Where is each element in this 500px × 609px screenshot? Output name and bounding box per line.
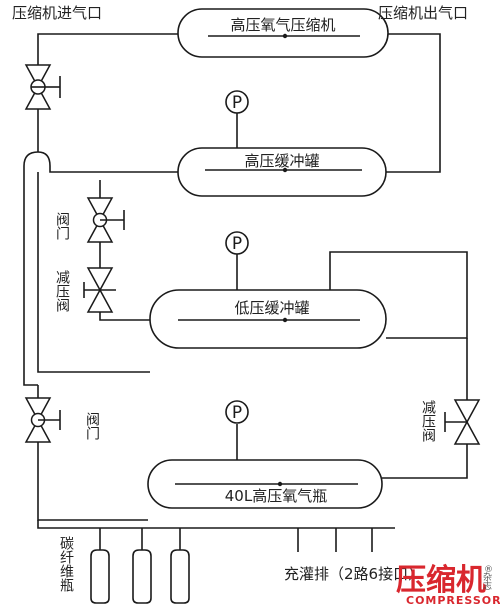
pipe-left-column bbox=[23, 151, 39, 386]
carbon-cylinder-label: 碳纤维瓶 bbox=[58, 536, 74, 593]
hp-buffer-vessel: 高压缓冲罐 bbox=[177, 147, 387, 197]
gauge-symbol: P bbox=[232, 234, 242, 254]
left-valve-icon bbox=[86, 197, 125, 243]
carbon-cylinder-2 bbox=[132, 549, 152, 604]
carbon-cylinder-3 bbox=[170, 549, 190, 604]
bottle-label: 40L高压氧气瓶 bbox=[225, 487, 327, 505]
filling-label: 充灌排（2路6接口） bbox=[284, 565, 423, 583]
gauge-symbol: P bbox=[232, 93, 242, 113]
pressure-gauge-bottle: P bbox=[225, 400, 249, 424]
compressor-inlet-label: 压缩机进气口 bbox=[12, 4, 102, 22]
lower-valve-icon bbox=[24, 397, 61, 443]
right-reducer-icon bbox=[444, 399, 481, 445]
logo-reg-mark: ® bbox=[484, 565, 493, 575]
lp-buffer-label: 低压缓冲罐 bbox=[234, 299, 309, 317]
magazine-logo: 压缩机 杂志 ® COMPRESSOR bbox=[396, 563, 500, 607]
right-reducer-label: 减压阀 bbox=[420, 400, 436, 443]
hp-buffer-label: 高压缓冲罐 bbox=[244, 152, 319, 170]
compressor-vessel: 高压氧气压缩机 bbox=[177, 8, 389, 58]
pipe-outlet bbox=[386, 33, 441, 173]
pipe-lower-left bbox=[37, 385, 148, 521]
pipe-lp-right bbox=[329, 251, 468, 339]
pipe-distribution bbox=[37, 520, 395, 529]
pipe-inlet bbox=[37, 33, 178, 152]
compressor-label: 高压氧气压缩机 bbox=[230, 16, 335, 34]
pipe-hp-buffer bbox=[37, 151, 178, 173]
pipe-upper-column bbox=[37, 172, 150, 373]
gauge-symbol: P bbox=[232, 403, 242, 423]
lower-valve-label: 阀门 bbox=[84, 412, 100, 441]
compressor-outlet-label: 压缩机出气口 bbox=[378, 4, 468, 22]
bottle-vessel: 40L高压氧气瓶 bbox=[147, 459, 383, 509]
inlet-valve-icon bbox=[24, 64, 61, 110]
left-reducer-icon bbox=[83, 267, 116, 313]
logo-sub-text: COMPRESSOR bbox=[406, 594, 500, 607]
left-valve-label: 阀门 bbox=[54, 212, 70, 241]
pressure-gauge-lp: P bbox=[225, 231, 249, 255]
logo-main-text: 压缩机 bbox=[396, 563, 486, 598]
carbon-cylinder-1 bbox=[90, 549, 110, 604]
lp-buffer-vessel: 低压缓冲罐 bbox=[149, 289, 387, 349]
logo-side-text: 杂志 bbox=[481, 572, 492, 590]
pressure-gauge-hp: P bbox=[225, 90, 249, 114]
pipe-right-down bbox=[382, 338, 468, 479]
left-reducer-label: 减压阀 bbox=[54, 270, 70, 313]
